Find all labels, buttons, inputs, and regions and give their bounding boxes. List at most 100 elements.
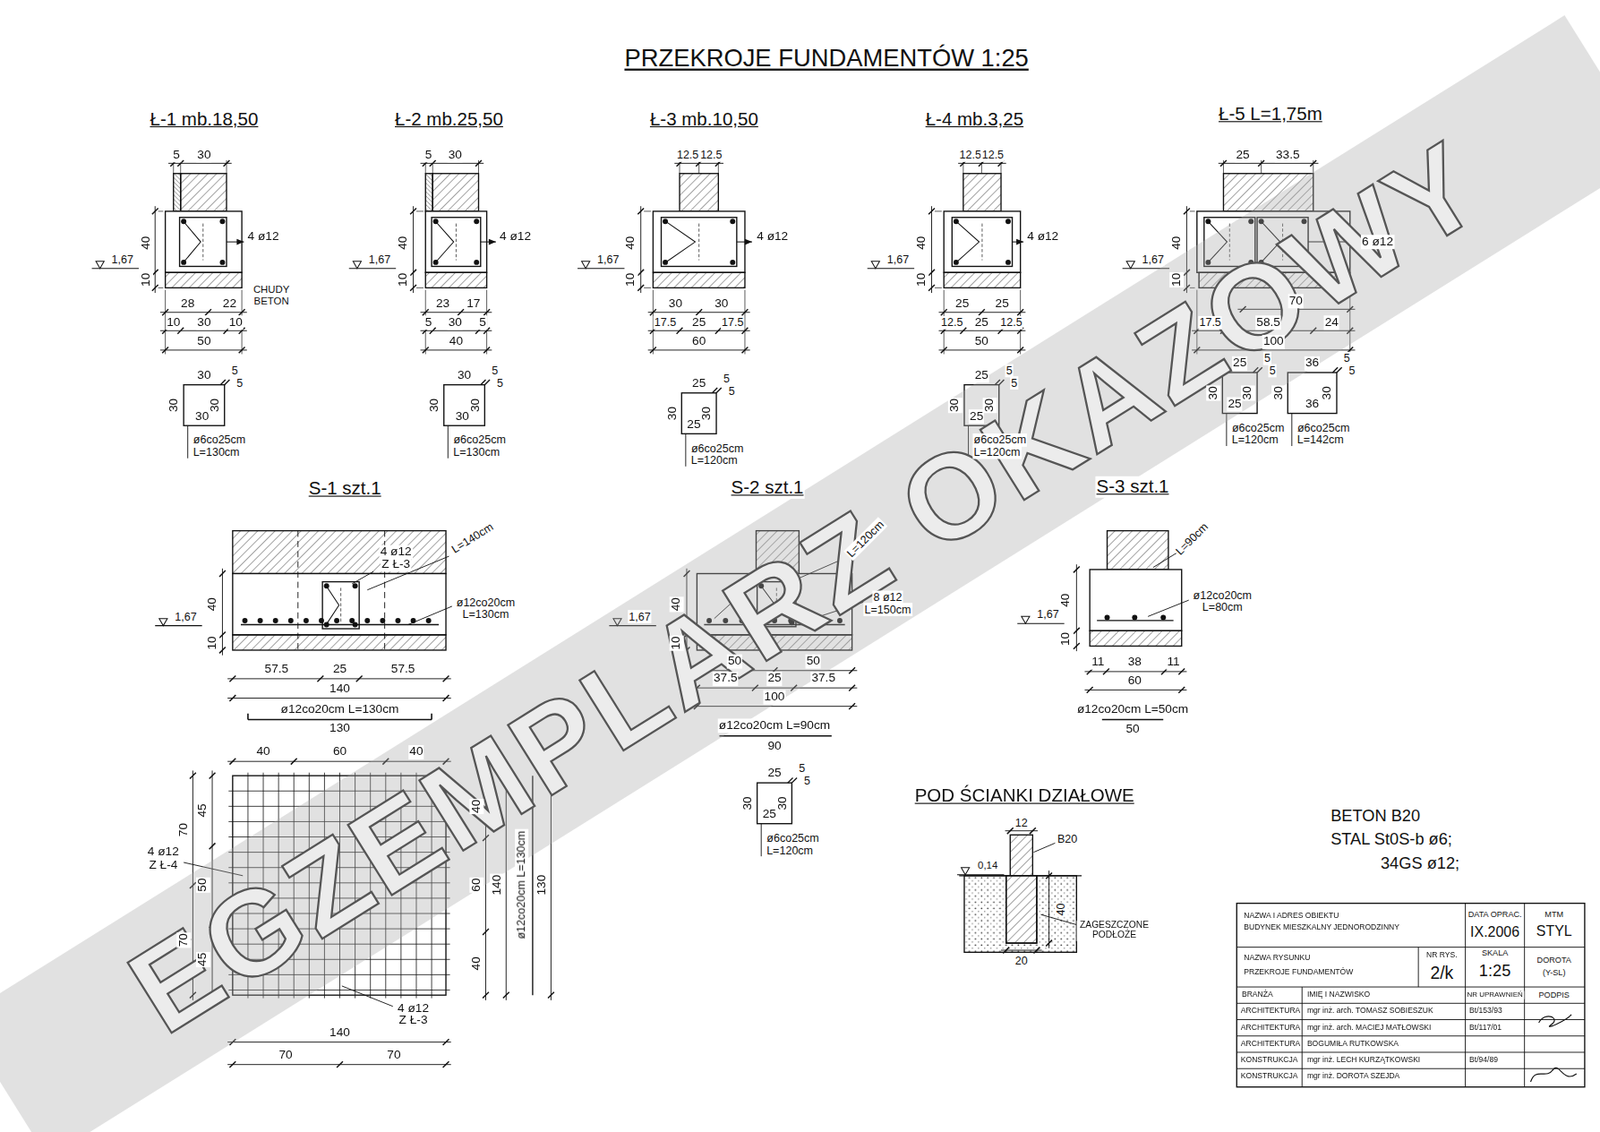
rebar-dot (349, 617, 355, 624)
wall-section (432, 173, 479, 212)
rebar-dot (473, 218, 480, 224)
dimension-label: 57.5 (263, 662, 290, 677)
dimension-label: 5 (230, 363, 239, 377)
dimension-line (938, 330, 1026, 332)
dimension-label: 30 (713, 297, 730, 312)
dimension-label: L=130cm (452, 445, 501, 459)
arrow-head (488, 239, 497, 246)
dimension-label: 30 (1320, 385, 1335, 402)
dimension-tick (1045, 872, 1053, 879)
dimension-tick (695, 308, 702, 316)
dimension-label: 60 (691, 334, 708, 350)
extension-line (981, 160, 983, 174)
dimension-label: ø6co25cm (690, 441, 745, 454)
dimension-label: 5 (727, 384, 736, 397)
dimension-label: 17 (465, 297, 482, 312)
extension-line (158, 210, 164, 212)
dimension-tick (978, 308, 985, 316)
extension-line (226, 160, 228, 174)
dimension-label: Bt/153/93 (1468, 1006, 1504, 1016)
dimension-label: 40 (469, 955, 484, 972)
section-title: Ł-3 mb.10,50 (649, 109, 760, 131)
dimension-label: L=130cm (461, 607, 510, 621)
axis-line (698, 223, 700, 261)
dimension-line (160, 349, 248, 351)
dimension-tick (848, 684, 856, 692)
dimension-label: Z Ł-4 (147, 858, 179, 873)
dimension-label: 50 (727, 654, 744, 669)
extension-line (934, 210, 942, 212)
dimension-tick (547, 992, 555, 999)
dimension-line (640, 205, 642, 293)
rebar-dot (1131, 615, 1138, 621)
rebar-bar (247, 713, 249, 720)
dimension-label: L=120cm (765, 843, 814, 856)
rebar-bar (718, 735, 831, 737)
stirrup-hook (787, 777, 794, 783)
dimension-label: L=90cm (1172, 519, 1212, 559)
dimension-label: 5 (722, 372, 731, 386)
dimension-label: 12.5 (999, 316, 1024, 329)
dimension-label: 1:25 (1478, 961, 1513, 981)
dimension-line (1048, 870, 1050, 949)
footing-section (652, 211, 745, 273)
dimension-label: (Y-SL) (1541, 967, 1567, 977)
dimension-label: PRZEKROJE FUNDAMENTÓW (1242, 967, 1354, 977)
dimension-line (938, 349, 1026, 351)
rebar-bar (430, 713, 433, 720)
axis-line (455, 223, 457, 261)
dimension-line (1084, 670, 1187, 672)
rebar-dot (729, 218, 736, 224)
dimension-label: 100 (762, 690, 786, 705)
rebar-bar (1102, 718, 1164, 721)
dimension-label: DATA OPRAC. (1466, 909, 1523, 919)
dimension-line (412, 205, 414, 293)
dimension-label: 1,67 (173, 609, 198, 623)
level-mark (352, 261, 361, 269)
dimension-label: L=120cm (690, 453, 739, 467)
dimension-line (420, 311, 493, 313)
dimension-label: 40 (914, 234, 929, 251)
dimension-tick (443, 694, 450, 702)
leader-line (684, 433, 686, 466)
footing-section (943, 211, 1020, 273)
rebar-dot (273, 617, 279, 624)
dimension-label: 17.5 (720, 316, 745, 329)
leader-line (1291, 413, 1292, 446)
dimension-label: 5 (1268, 363, 1277, 377)
dimension-tick (229, 694, 236, 702)
leader-line (408, 606, 453, 625)
leader-line (1033, 842, 1055, 852)
dimension-label: 50 (1124, 722, 1141, 737)
dimension-tick (1183, 207, 1190, 214)
dimension-line (420, 330, 493, 332)
dimension-line (222, 568, 223, 656)
dimension-line (648, 330, 751, 332)
wall-section (180, 173, 227, 212)
dimension-label: 45 (196, 951, 211, 968)
dimension-tick (443, 1060, 450, 1068)
dimension-label: 10 (138, 272, 154, 289)
dimension-tick (637, 284, 644, 291)
dimension-line (227, 1041, 452, 1043)
level-line (349, 267, 396, 269)
dimension-label: 17.5 (653, 316, 678, 329)
dimension-label: 22 (222, 297, 239, 312)
axis-line (202, 223, 204, 261)
dimension-label: 30 (196, 147, 213, 163)
lean-concrete (232, 634, 446, 651)
dimension-label: 5 (797, 761, 806, 775)
dimension-label: 24 (1324, 315, 1341, 330)
dimension-label: 140 (489, 873, 505, 897)
footing-section (232, 573, 446, 634)
dimension-label: 70 (385, 1048, 403, 1063)
dimension-label: 5 (1009, 376, 1019, 389)
dimension-tick (1178, 686, 1185, 694)
partition-footing (1006, 875, 1037, 943)
table-rule (1301, 986, 1303, 1087)
stirrup-hook (1332, 367, 1338, 373)
rebar-dot (473, 259, 480, 266)
dimension-label: 12.5 (675, 148, 701, 162)
stirrup (179, 217, 227, 267)
dimension-label: 25 (766, 766, 783, 781)
